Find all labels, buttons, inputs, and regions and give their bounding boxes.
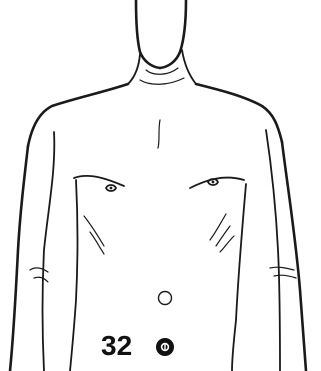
left-nipple-center	[110, 187, 113, 190]
right-elbow-crease-2	[274, 275, 296, 278]
right-rib-1	[210, 214, 226, 240]
head-right-jaw	[160, 0, 186, 68]
left-arm-outer	[10, 146, 28, 371]
left-elbow-crease-2	[34, 277, 48, 282]
point-number-label: 32	[101, 330, 132, 361]
torso-outline	[10, 0, 306, 371]
left-arm-inner	[43, 132, 55, 371]
left-rib-1	[84, 216, 104, 246]
throat-line-2	[140, 78, 184, 84]
right-elbow-crease-1	[270, 267, 294, 270]
navel-marker	[159, 292, 172, 305]
right-torso-side	[232, 184, 246, 371]
neck-right	[182, 50, 196, 84]
left-torso-side	[70, 180, 78, 371]
acupoint-marker	[156, 338, 174, 356]
left-elbow-crease-1	[30, 268, 48, 272]
right-arm-outer	[282, 142, 306, 371]
right-shoulder	[196, 84, 282, 142]
right-arm-inner	[266, 130, 280, 371]
sternum-line	[158, 120, 160, 148]
left-shoulder	[28, 84, 128, 146]
left-pectoral	[74, 176, 124, 186]
neck-left	[128, 54, 140, 84]
right-nipple-center	[212, 181, 215, 184]
right-rib-3	[220, 236, 234, 252]
